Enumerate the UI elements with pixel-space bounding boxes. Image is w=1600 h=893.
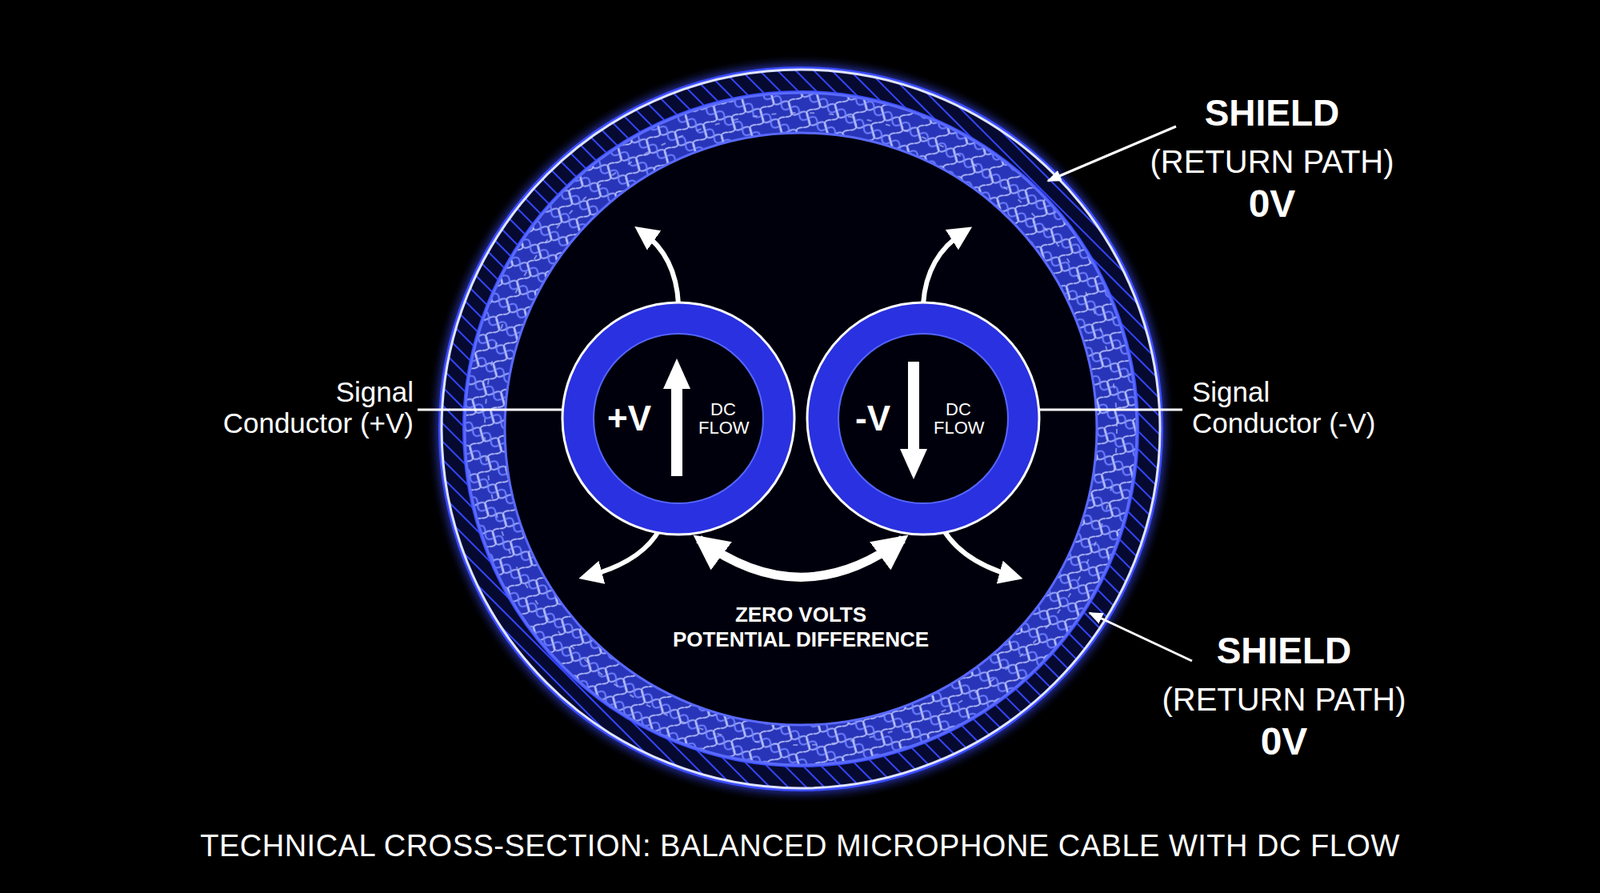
caption: TECHNICAL CROSS-SECTION: BALANCED MICROP… <box>0 828 1600 864</box>
conductor-label: Signal Conductor (-V) <box>1192 376 1402 439</box>
voltage-label: -V <box>855 398 891 438</box>
shield-note: (RETURN PATH) <box>1116 681 1452 718</box>
shield-voltage: 0V <box>1116 720 1452 764</box>
shield-voltage: 0V <box>1104 182 1440 226</box>
shield-label: SHIELD <box>1104 92 1440 135</box>
edge-label: ZERO VOLTS POTENTIAL DIFFERENCE <box>640 602 961 652</box>
potential-arrow <box>699 539 904 578</box>
shield-note: (RETURN PATH) <box>1104 144 1440 180</box>
conductor-circle: -V DC FLOW <box>805 300 1041 536</box>
conductor-label: Signal Conductor (+V) <box>204 376 414 439</box>
conductor-circle: +V DC FLOW <box>560 300 796 536</box>
shield-label: SHIELD <box>1116 630 1452 672</box>
voltage-label: +V <box>607 398 652 438</box>
flow-label: DC FLOW <box>933 400 984 437</box>
flow-label: DC FLOW <box>698 400 748 437</box>
conductor-ring <box>805 300 1041 536</box>
conductor-ring <box>560 300 796 536</box>
